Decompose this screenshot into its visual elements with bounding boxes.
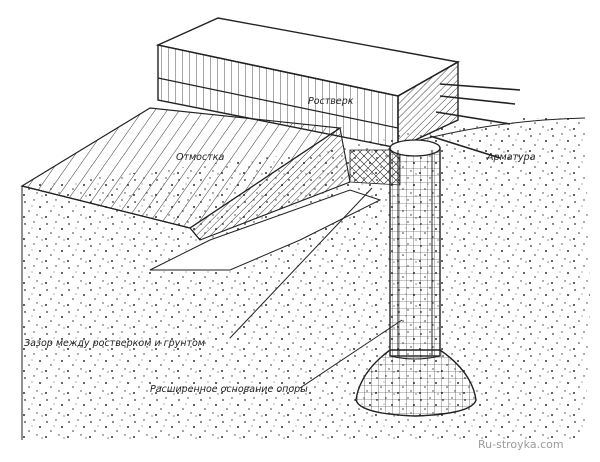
rebar-lines <box>429 83 521 159</box>
leader-lines <box>229 187 403 389</box>
label-blind-area: Отмостка <box>176 152 224 163</box>
watermark: Ru-stroyka.com <box>478 438 564 451</box>
trench-cut <box>149 189 382 271</box>
pile-base <box>355 349 477 417</box>
label-rebar: Арматура <box>486 152 536 163</box>
label-pile-base: Расширенное основание опоры <box>150 384 308 395</box>
label-grillage: Ростверк <box>308 96 354 107</box>
label-gap: Зазор между ростверком и грунтом <box>24 338 205 349</box>
